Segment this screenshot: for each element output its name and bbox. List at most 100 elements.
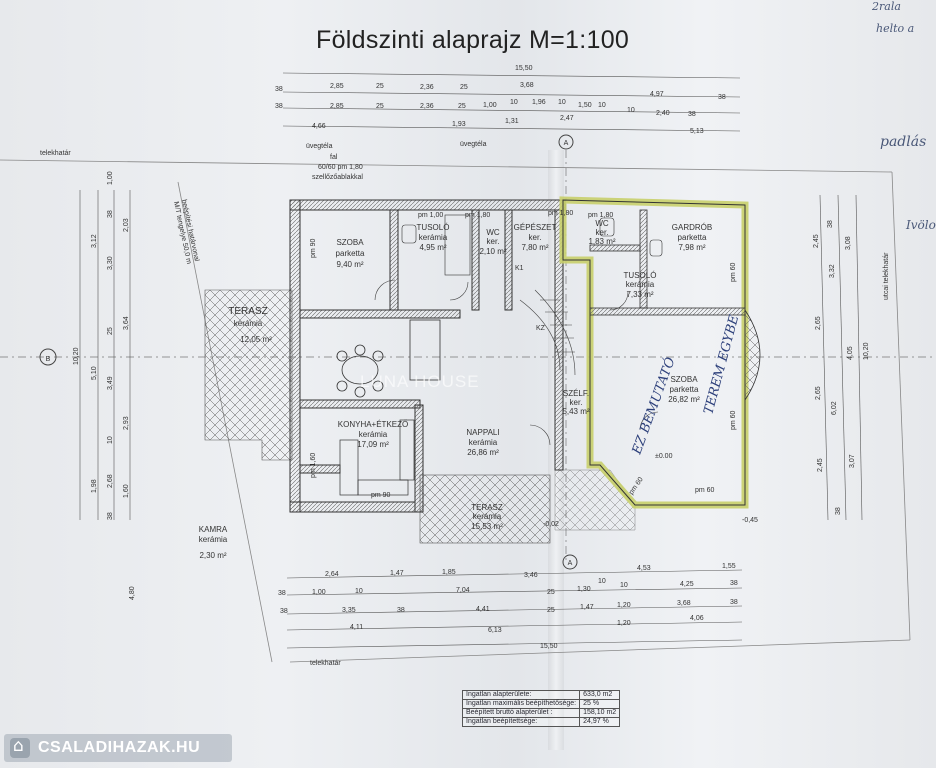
utcai-telekhatar-label: utcai telekhatár xyxy=(883,252,890,300)
mark-pm60-c: pm 60 xyxy=(695,487,715,494)
dim-r1-3: 3,32 xyxy=(829,264,836,278)
dim-l2-6: 10 xyxy=(107,436,114,444)
dim-left-total: 10,20 xyxy=(73,347,80,365)
dim-l2-4: 25 xyxy=(107,327,114,335)
walls xyxy=(289,199,566,513)
info-row: Ingatlan alapterülete:633,0 m2 xyxy=(461,690,621,700)
dim-t2-13: 2,40 xyxy=(656,110,670,117)
dim-top-row1: 38 2,85 25 2,36 25 3,68 4,97 38 xyxy=(275,82,726,101)
property-info-table: Ingatlan alapterülete:633,0 m2 Ingatlan … xyxy=(461,690,621,727)
dim-l2-3: 3,30 xyxy=(107,256,114,270)
dim-b2-6: 1,30 xyxy=(577,586,591,593)
dim-b3-2: 3,35 xyxy=(342,607,356,614)
handwriting-tr3: padlás xyxy=(880,134,927,150)
mark-pm60-d: pm 60 xyxy=(628,476,645,496)
room-name: TUSOLÓ xyxy=(417,223,450,232)
room-name: GARDRÓB xyxy=(672,223,712,232)
dim-t3-4: 2,47 xyxy=(560,115,574,122)
room-szelf: SZÉLF. ker. 5,43 m² xyxy=(562,389,589,416)
dim-b1-5: 4,53 xyxy=(637,565,651,572)
dim-b1-6: 1,55 xyxy=(722,563,736,570)
dim-t2-2: 2,85 xyxy=(330,103,344,110)
dim-top-row3: 4,66 1,93 1,31 2,47 5,13 xyxy=(312,115,704,135)
room-nappali: NAPPALI kerámia 26,86 m² xyxy=(466,428,499,457)
room-name: NAPPALI xyxy=(466,428,499,437)
room-floor: kerámia xyxy=(199,535,228,544)
room-area: 7,80 m² xyxy=(521,243,548,252)
dim-t2-6: 1,00 xyxy=(483,102,497,109)
info-value: 24,97 % xyxy=(579,717,621,727)
handwriting-room-2: TEREM EGYBE xyxy=(701,313,742,416)
dim-r2-4: 3,07 xyxy=(849,454,856,468)
dim-t2-12: 10 xyxy=(627,107,635,114)
dim-t2-9: 10 xyxy=(558,99,566,106)
dim-t1-1: 38 xyxy=(275,86,283,93)
telekhatar-bottom-label: telekhatár xyxy=(310,660,341,667)
dim-l1-1: 3,12 xyxy=(91,234,98,248)
room-gardrob: GARDRÓB parketta 7,98 m² xyxy=(672,223,712,252)
dim-t1-4: 2,36 xyxy=(420,84,434,91)
room-area: 5,43 m² xyxy=(562,407,589,416)
dim-b2-10: 38 xyxy=(730,580,738,587)
dim-t2-10: 1,50 xyxy=(578,102,592,109)
room-konyha: KONYHA+ÉTKEZŐ kerámia 17,09 m² xyxy=(338,420,408,449)
dim-b2-2: 1,00 xyxy=(312,589,326,596)
dim-left-cols: 10,20 3,12 5,10 1,98 1,00 38 3,30 25 3,4… xyxy=(73,171,136,600)
dim-l3-4: 1,60 xyxy=(123,484,130,498)
room-terasz-left: TERASZ kerámia 12,05 m² xyxy=(228,306,272,344)
room-tusolo-left: TUSOLÓ kerámia 4,95 m² xyxy=(417,223,450,252)
dim-t1-5: 25 xyxy=(460,84,468,91)
room-area: 9,40 m² xyxy=(336,260,363,269)
room-area: 1,83 m² xyxy=(588,237,615,246)
dim-t2-11: 10 xyxy=(598,102,606,109)
dim-r1-2: 2,45 xyxy=(813,234,820,248)
dim-b3-3: 38 xyxy=(397,607,405,614)
mark-level-002: -0,02 xyxy=(543,521,559,528)
dim-t1-2: 2,85 xyxy=(330,83,344,90)
page-title: Földszinti alaprajz M=1:100 xyxy=(316,26,630,54)
dim-top-total: 15,50 xyxy=(515,65,533,72)
dim-t3-3: 1,31 xyxy=(505,118,519,125)
dim-t2-5: 25 xyxy=(458,103,466,110)
dim-b4-2: 6,13 xyxy=(488,627,502,634)
dim-b2-5: 25 xyxy=(547,589,555,596)
mark-kz: KZ xyxy=(536,325,546,332)
dim-l1-2: 5,10 xyxy=(91,366,98,380)
dim-t2-14: 38 xyxy=(688,111,696,118)
dim-bottom-rows: 2,64 1,47 1,85 3,46 4,53 1,55 38 1,00 10… xyxy=(278,563,738,650)
dim-b3-6: 1,47 xyxy=(580,604,594,611)
info-value: 633,0 m2 xyxy=(579,690,621,700)
dim-b3-1: 38 xyxy=(280,608,288,615)
dim-right-total: 10,20 xyxy=(863,342,870,360)
dim-t1-7: 4,97 xyxy=(650,91,664,98)
room-floor: kerámia xyxy=(473,512,502,521)
dim-b2-4: 7,04 xyxy=(456,587,470,594)
staircase xyxy=(519,289,576,376)
dim-b3-5: 25 xyxy=(547,607,555,614)
mark-pm180-b: pm 1,80 xyxy=(588,212,613,219)
handwriting-tr2: helto a xyxy=(876,22,915,35)
dim-l1-3: 1,98 xyxy=(91,479,98,493)
dim-r1-7: 38 xyxy=(835,507,842,515)
dim-l3-1: 2,03 xyxy=(123,218,130,232)
room-floor: ker. xyxy=(529,233,542,242)
dim-b4-1: 4,11 xyxy=(350,624,363,631)
room-floor: kerámia xyxy=(469,438,498,447)
mark-pm160: pm 1,60 xyxy=(310,453,317,478)
room-name: WC xyxy=(486,228,500,237)
mark-pm90-a: pm 90 xyxy=(371,492,391,499)
mark-pm180-c: pm 1,80 xyxy=(465,212,490,219)
mark-pm60-a: pm 60 xyxy=(730,262,737,282)
dim-b2-8: 10 xyxy=(620,582,628,589)
room-floor: ker. xyxy=(596,228,609,237)
room-name: SZOBA xyxy=(670,375,698,384)
room-wc-right: WC ker. 1,83 m² xyxy=(588,219,615,246)
brand-logo: CSALADIHAZAK.HU xyxy=(4,734,232,762)
uvegtegla-fal-1: fal xyxy=(330,154,338,161)
dim-l2-5: 3,49 xyxy=(107,376,114,390)
dimension-lines xyxy=(79,72,863,649)
mark-pm180-a: pm 1,80 xyxy=(548,210,573,217)
mark-pm90-b: pm 90 xyxy=(310,238,317,258)
room-floor: ker. xyxy=(487,237,500,246)
